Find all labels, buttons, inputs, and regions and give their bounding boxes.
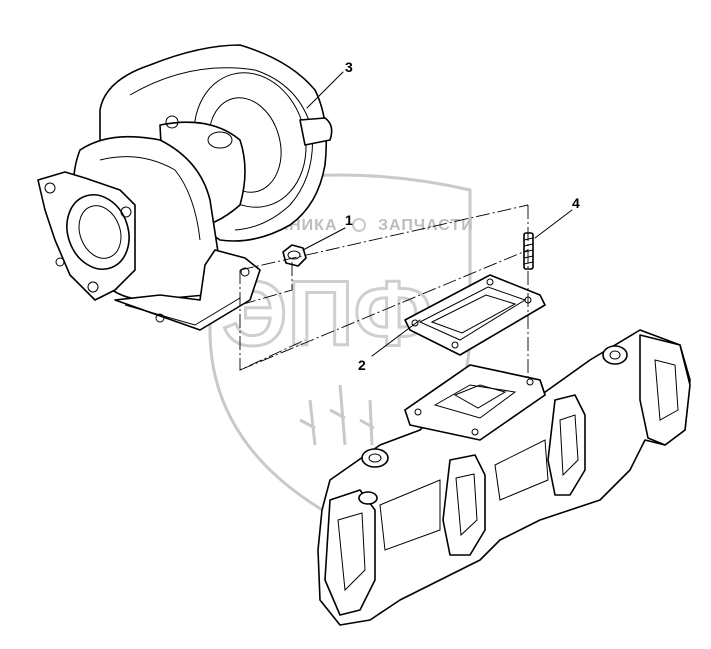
gasket [404,274,546,356]
turbocharger [37,44,333,331]
callout-2: 2 [358,357,366,373]
callout-3: 3 [345,59,353,75]
callout-1: 1 [345,212,353,228]
nut [282,244,307,267]
stud [523,232,534,270]
gear-icon [352,218,366,232]
wheat-icon [299,384,375,446]
callout-4: 4 [572,195,580,211]
assembly-lines [239,204,529,380]
watermark-text-2: ЗАПЧАСТИ [378,217,474,234]
leader-lines [302,71,573,357]
exhaust-manifold [317,329,691,626]
